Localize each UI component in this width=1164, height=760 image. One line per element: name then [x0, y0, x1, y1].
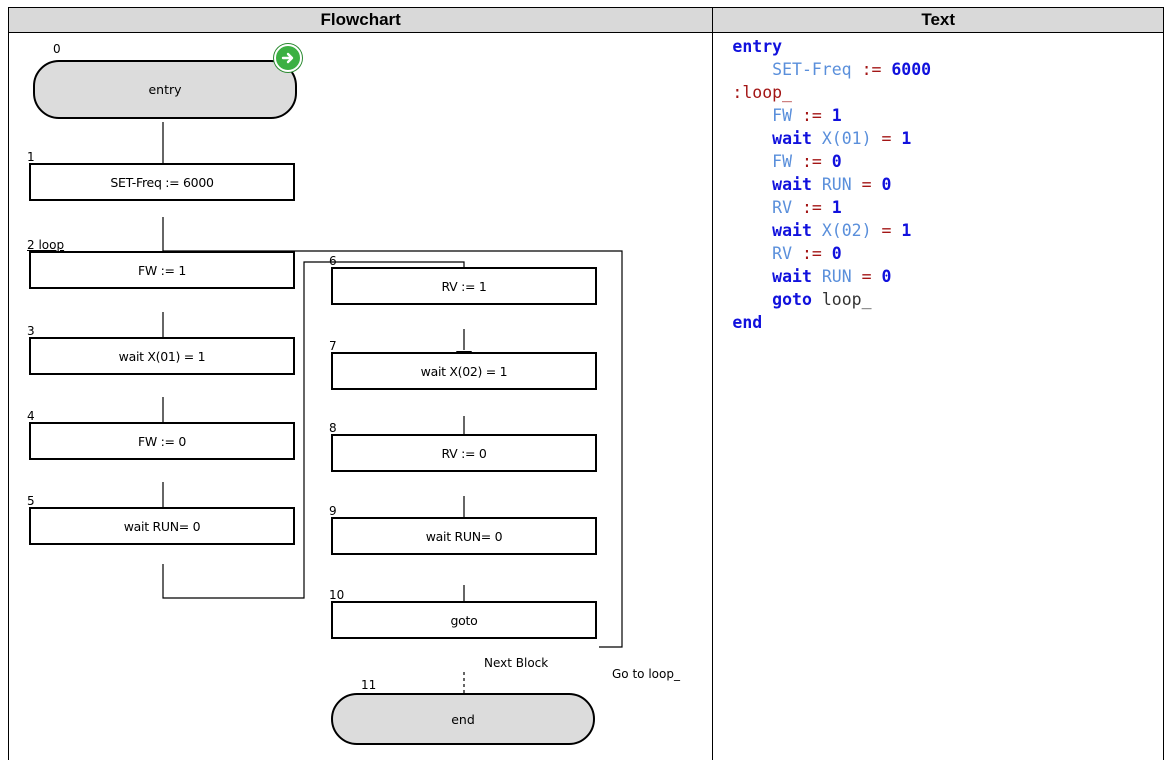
block-number: 9 — [329, 505, 337, 517]
block-number: 6 — [329, 255, 337, 267]
code-line: RV := 1 — [732, 196, 931, 219]
end-terminal[interactable]: end — [331, 693, 595, 745]
code-line: wait RUN = 0 — [732, 173, 931, 196]
code-line: entry — [732, 35, 931, 58]
code-listing: entry SET-Freq := 6000:loop_ FW := 1 wai… — [732, 35, 931, 334]
code-line: FW := 1 — [732, 104, 931, 127]
flowchart-header: Flowchart — [9, 8, 713, 33]
block-fw-1[interactable]: FW := 1 — [29, 251, 295, 289]
block-number: 0 — [53, 43, 61, 55]
code-pane: entry SET-Freq := 6000:loop_ FW := 1 wai… — [713, 33, 1163, 760]
block-number: 3 — [27, 325, 35, 337]
flowchart-cell: 0 entry 1 SET-Freq := 6000 2 loop FW := … — [9, 33, 713, 760]
code-line: RV := 0 — [732, 242, 931, 265]
block-number: 1 — [27, 151, 35, 163]
goto-target-note: Go to loop_ — [612, 667, 680, 681]
arrow-right-circle-icon — [274, 44, 302, 72]
code-line: end — [732, 311, 931, 334]
layout-table: Flowchart Text — [8, 7, 1164, 760]
block-number: 8 — [329, 422, 337, 434]
block-goto[interactable]: goto — [331, 601, 597, 639]
flowchart-connectors — [9, 33, 716, 760]
next-block-note: Next Block — [484, 656, 548, 670]
block-number: 5 — [27, 495, 35, 507]
code-line: wait X(02) = 1 — [732, 219, 931, 242]
block-rv-0[interactable]: RV := 0 — [331, 434, 597, 472]
code-line: wait RUN = 0 — [732, 265, 931, 288]
entry-terminal[interactable]: entry — [33, 60, 297, 119]
flowchart-canvas: 0 entry 1 SET-Freq := 6000 2 loop FW := … — [9, 33, 712, 760]
block-rv-1[interactable]: RV := 1 — [331, 267, 597, 305]
block-wait-run-0b[interactable]: wait RUN= 0 — [331, 517, 597, 555]
block-number: 7 — [329, 340, 337, 352]
text-cell: entry SET-Freq := 6000:loop_ FW := 1 wai… — [713, 33, 1164, 760]
block-number: 4 — [27, 410, 35, 422]
code-line: goto loop_ — [732, 288, 931, 311]
block-fw-0[interactable]: FW := 0 — [29, 422, 295, 460]
code-line: wait X(01) = 1 — [732, 127, 931, 150]
block-wait-x02[interactable]: wait X(02) = 1 — [331, 352, 597, 390]
block-wait-x01[interactable]: wait X(01) = 1 — [29, 337, 295, 375]
block-set-freq[interactable]: SET-Freq := 6000 — [29, 163, 295, 201]
block-number: 2 loop — [27, 239, 64, 251]
block-number: 11 — [361, 679, 376, 691]
block-wait-run-0[interactable]: wait RUN= 0 — [29, 507, 295, 545]
block-number: 10 — [329, 589, 344, 601]
text-header: Text — [713, 8, 1164, 33]
code-line: :loop_ — [732, 81, 931, 104]
code-line: FW := 0 — [732, 150, 931, 173]
code-line: SET-Freq := 6000 — [732, 58, 931, 81]
